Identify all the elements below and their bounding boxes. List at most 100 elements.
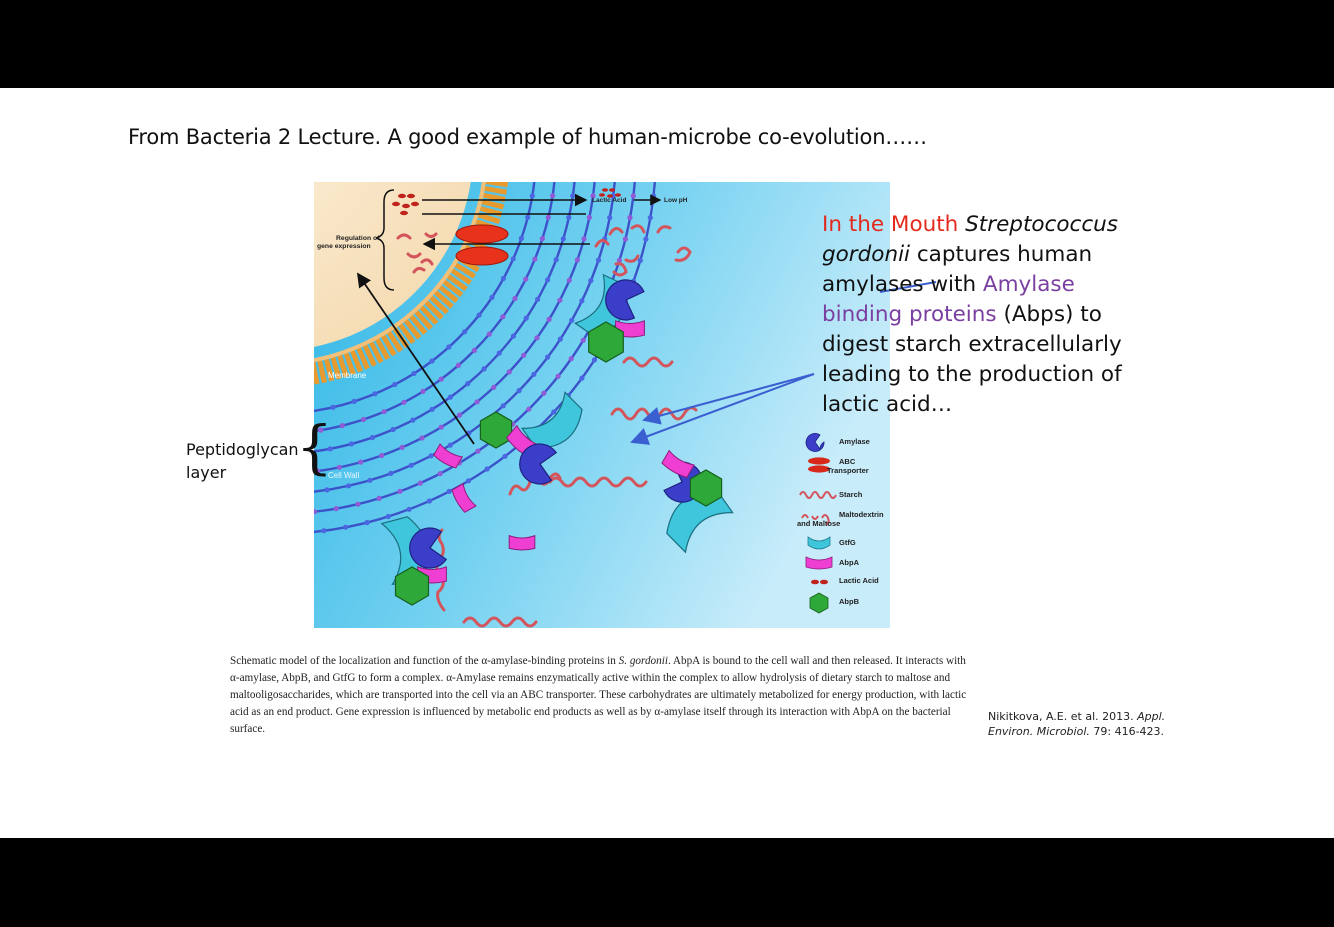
cell-wall-bead [574, 257, 580, 263]
cell-wall-bead [569, 317, 575, 323]
figure-caption: Schematic model of the localization and … [230, 653, 975, 738]
cell-wall-bead [339, 423, 345, 429]
legend-label: Lactic Acid [839, 576, 879, 585]
cell-wall-bead [489, 294, 495, 300]
amylase-protein [409, 527, 448, 569]
peptidoglycan-label-line1: Peptidoglycan [186, 440, 299, 459]
cell-wall-bead [532, 256, 538, 262]
schematic-svg: Regulation of gene expression Lactic Aci… [314, 182, 890, 628]
cell-wall-bead [471, 347, 477, 353]
slide-title: From Bacteria 2 Lecture. A good example … [128, 125, 927, 149]
cell-wall-bead [465, 478, 472, 484]
cell-wall-bead [446, 488, 452, 494]
cell-wall-bead [315, 468, 321, 474]
cell-wall-bead [447, 394, 453, 400]
cell-wall-bead [500, 403, 506, 409]
low-ph-label: Low pH [664, 197, 688, 204]
amylase-complexes [380, 273, 734, 606]
cell-wall-bead [411, 370, 417, 377]
cell-wall-bead [607, 215, 613, 221]
starch-icon [799, 491, 837, 499]
cell-wall-bead [408, 462, 414, 468]
legend-item-abpb: AbpB [798, 592, 908, 614]
abpa-protein [451, 482, 477, 513]
cell-wall-bead [364, 519, 370, 526]
cell-wall-bead [647, 215, 653, 221]
regulation-bracket [375, 189, 395, 291]
cell-wall-bead [474, 399, 480, 405]
cell-wall-bead [437, 471, 443, 477]
cell-wall-bead [406, 506, 412, 512]
cell-wall-bead [355, 501, 361, 507]
citation: Nikitkova, A.E. et al. 2013. Appl. Envir… [988, 709, 1178, 739]
cell-wall-bead [358, 459, 364, 465]
cell-wall-bead [506, 369, 512, 375]
cell-wall-bead [462, 329, 468, 335]
cell-wall-bead [388, 470, 394, 476]
lactic-acid-label: Lactic Acid [592, 197, 626, 204]
cell-wall-bead [590, 193, 596, 199]
cell-wall-bead [535, 296, 541, 302]
cell-wall-bead [566, 277, 572, 283]
cell-wall-bead [372, 391, 378, 397]
cell-wall-bead [475, 448, 481, 454]
cell-wall-bead [324, 487, 330, 493]
cell-wall-bead [643, 236, 649, 242]
cell-wall-bead [417, 480, 423, 486]
cell-wall-label: Cell Wall [328, 471, 359, 480]
abpb-protein [588, 321, 624, 363]
maltodextrin-fragments [594, 224, 692, 277]
cell-wall-bead [545, 214, 551, 220]
cell-wall-bead [566, 214, 572, 221]
amylase-protein [605, 279, 645, 321]
cell-wall-bead [534, 335, 540, 341]
cell-wall-bead [539, 236, 545, 242]
gtfg-protein [520, 391, 583, 449]
cell-wall-bead [429, 358, 435, 364]
cell-wall-bead [500, 314, 506, 320]
peptidoglycan-brace: { [296, 413, 333, 481]
regulation-label: Regulation of gene expression [317, 235, 381, 250]
side-text-abp: Amylase binding proteins [822, 272, 1075, 327]
cytoplasm [314, 182, 471, 347]
cell-wall-bead [343, 524, 349, 530]
cell-wall-bead [637, 257, 643, 264]
cell-wall-bead [447, 442, 453, 448]
cell-wall-bead [420, 388, 426, 394]
cell-wall-bead [650, 193, 657, 199]
cell-wall-bead [426, 498, 432, 504]
cell-wall-bead [481, 366, 487, 372]
lactic-acid-inside [392, 188, 621, 216]
amylase-icon [805, 433, 825, 452]
legend-label: AbpA [839, 558, 859, 567]
legend-label: GtfG [839, 538, 856, 547]
cell-wall-bead [351, 398, 357, 404]
cell-wall-bead [555, 373, 561, 379]
abpa-protein [661, 449, 695, 479]
pointer-arrow [630, 373, 815, 445]
cell-wall-bead [346, 483, 352, 489]
caption-part: . AbpA is bound to the cell wall and the… [230, 655, 967, 735]
cell-wall-bead [502, 453, 508, 459]
caption-species: S. gordonii [618, 655, 668, 667]
cell-wall-bead [348, 441, 355, 447]
cell-wall-bead [545, 354, 551, 360]
cell-wall-bead [336, 464, 342, 470]
abc-transporter [455, 224, 509, 244]
legend-label: Amylase [839, 437, 870, 446]
cell-wall-bead [595, 257, 602, 263]
cell-wall-bead [545, 277, 551, 283]
cell-wall-bead [379, 452, 385, 459]
cell-wall-bead [622, 236, 628, 242]
gtfg-icon [807, 536, 831, 550]
cell-wall-bead [510, 256, 516, 262]
legend-item-starch: Starch [798, 485, 908, 505]
cell-wall-bead [376, 495, 382, 501]
abc-transporter [455, 246, 509, 266]
cell-wall-bead [429, 406, 435, 412]
cell-wall-bead [369, 434, 376, 441]
cell-wall-bead [512, 295, 518, 302]
cell-wall-bead [314, 509, 318, 515]
cell-wall-bead [627, 215, 633, 221]
